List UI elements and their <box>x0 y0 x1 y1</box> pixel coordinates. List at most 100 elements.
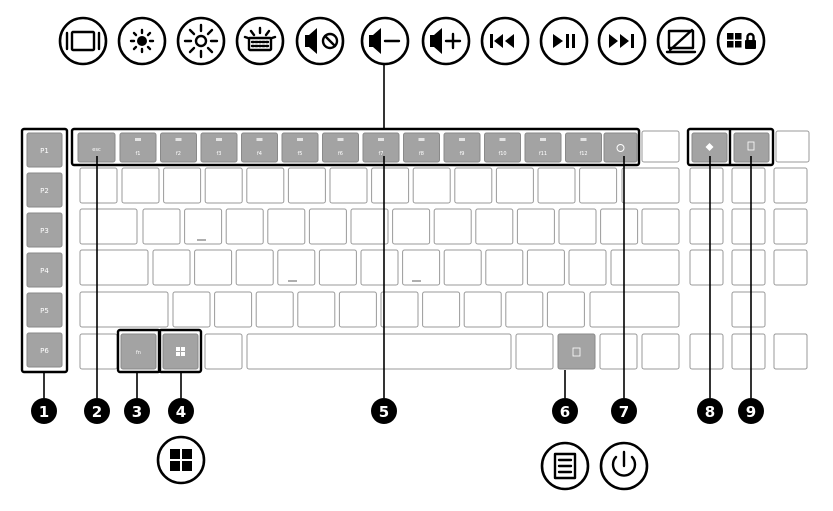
callout-badge-2: 2 <box>84 398 110 424</box>
callout-number: 4 <box>176 403 186 421</box>
next-track-icon <box>597 16 647 66</box>
key <box>475 208 514 245</box>
key <box>255 291 294 328</box>
function-key-glyph <box>175 138 182 141</box>
key <box>329 167 368 204</box>
key <box>350 208 389 245</box>
key <box>537 167 576 204</box>
volume-down-icon <box>360 16 410 66</box>
callout-badge-circle <box>84 398 110 424</box>
key <box>731 167 766 204</box>
mute-icon <box>295 16 345 66</box>
key <box>641 130 680 163</box>
key <box>589 291 680 328</box>
callout-badge-circle <box>124 398 150 424</box>
macro-key-p6 <box>26 332 63 368</box>
key <box>204 167 243 204</box>
power-icon <box>599 441 649 491</box>
display-switch-icon <box>58 16 108 66</box>
volume-up-icon <box>421 16 471 66</box>
callout-badge-circle <box>611 398 637 424</box>
key <box>600 208 639 245</box>
function-key-label: f6 <box>338 151 343 157</box>
key <box>731 208 766 245</box>
callout-badge-3: 3 <box>124 398 150 424</box>
windows-key-glyph <box>176 347 180 351</box>
key <box>79 291 169 328</box>
key <box>775 130 810 163</box>
key <box>422 291 461 328</box>
macro-key-p2 <box>26 172 63 208</box>
key <box>172 291 211 328</box>
callout-badge-1: 1 <box>31 398 57 424</box>
callout-badge-circle <box>168 398 194 424</box>
key <box>454 167 493 204</box>
callout-badge-5: 5 <box>371 398 397 424</box>
key <box>121 167 160 204</box>
function-key-glyph <box>216 138 222 141</box>
power-key <box>603 132 638 163</box>
previous-track-icon <box>480 16 530 66</box>
key <box>599 333 638 370</box>
function-key-label: f5 <box>298 151 303 157</box>
play-pause-icon <box>539 16 589 66</box>
function-key-f4 <box>241 132 278 163</box>
key <box>79 208 138 245</box>
function-key-label: f3 <box>217 151 222 157</box>
key <box>371 167 410 204</box>
key <box>621 167 680 204</box>
key <box>79 333 118 370</box>
function-key-label: f8 <box>419 151 424 157</box>
callout-number: 5 <box>379 403 389 421</box>
function-key-glyph <box>135 138 141 141</box>
key <box>433 208 472 245</box>
calculator-key-glyph <box>747 141 755 151</box>
key <box>297 291 336 328</box>
key <box>689 208 724 245</box>
key <box>184 208 223 245</box>
key <box>641 333 680 370</box>
callout-number: 3 <box>132 403 142 421</box>
omen-key-glyph <box>705 143 714 151</box>
key <box>287 167 326 204</box>
windows-icon <box>156 435 206 485</box>
function-key-f5 <box>281 132 319 163</box>
callout-number: 7 <box>619 403 629 421</box>
key <box>731 333 766 370</box>
fn-key <box>120 333 157 370</box>
windows-key-glyph <box>181 352 185 356</box>
macro-key-p3 <box>26 212 63 248</box>
key <box>558 208 597 245</box>
callout-badge-9: 9 <box>738 398 764 424</box>
key <box>731 291 766 328</box>
function-key-glyph <box>418 138 425 141</box>
callout-number: 2 <box>92 403 102 421</box>
windows-lock-icon <box>716 16 766 66</box>
callout-number: 8 <box>705 403 715 421</box>
function-key-label: f2 <box>176 151 181 157</box>
function-key-f9 <box>443 132 481 163</box>
function-key-glyph <box>256 138 263 141</box>
key <box>267 208 306 245</box>
touchpad-off-icon <box>656 16 706 66</box>
key <box>443 249 482 286</box>
key <box>194 249 233 286</box>
callout-badges: 1 2 3 4 5 6 7 8 9 <box>31 398 764 424</box>
callout-badge-circle <box>31 398 57 424</box>
key <box>360 249 399 286</box>
key <box>152 249 191 286</box>
callout-badge-4: 4 <box>168 398 194 424</box>
esc-key-label: esc <box>92 147 101 153</box>
keyboard-keys <box>79 130 810 370</box>
function-key-label: f9 <box>460 151 465 157</box>
windows-key <box>162 333 199 370</box>
key <box>546 291 585 328</box>
key <box>318 249 357 286</box>
key <box>338 291 377 328</box>
key <box>214 291 253 328</box>
callout-number: 6 <box>560 403 570 421</box>
callout-badge-circle <box>697 398 723 424</box>
callout-badge-7: 7 <box>611 398 637 424</box>
